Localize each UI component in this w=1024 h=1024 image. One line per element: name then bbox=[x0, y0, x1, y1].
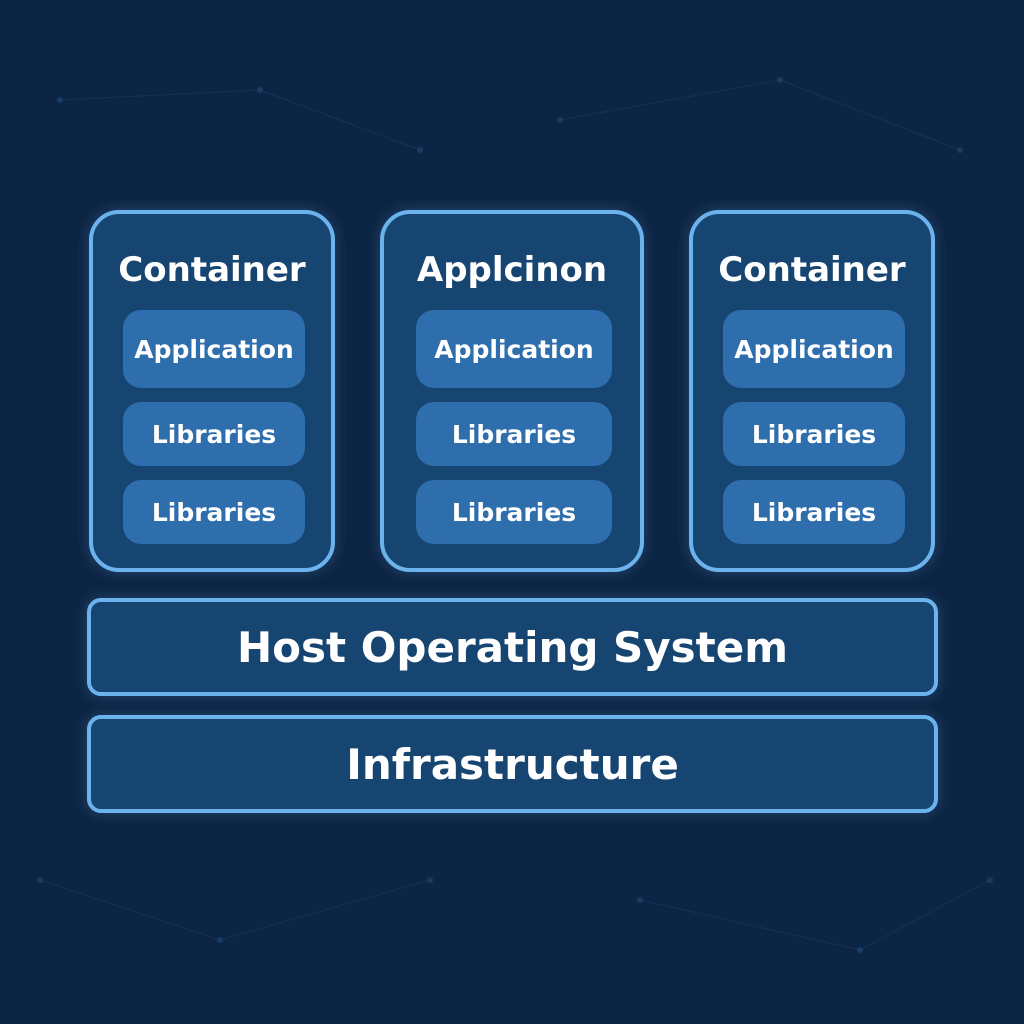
container-title: Container bbox=[118, 250, 306, 290]
infrastructure-layer: Infrastructure bbox=[87, 715, 938, 813]
libraries-layer: Libraries bbox=[416, 402, 612, 466]
host-operating-system-layer: Host Operating System bbox=[87, 598, 938, 696]
application-layer: Application bbox=[723, 310, 905, 388]
libraries-layer: Libraries bbox=[123, 402, 305, 466]
libraries-layer: Libraries bbox=[723, 402, 905, 466]
libraries-layer: Libraries bbox=[416, 480, 612, 544]
container-box-2: Applcinon Application Libraries Librarie… bbox=[380, 210, 644, 572]
container-title: Applcinon bbox=[416, 250, 608, 290]
host-operating-system-label: Host Operating System bbox=[236, 622, 789, 672]
container-box-3: Container Application Libraries Librarie… bbox=[689, 210, 935, 572]
container-box-1: Container Application Libraries Librarie… bbox=[89, 210, 335, 572]
infrastructure-label: Infrastructure bbox=[346, 739, 679, 789]
container-title: Container bbox=[718, 250, 906, 290]
application-layer: Application bbox=[123, 310, 305, 388]
application-layer: Application bbox=[416, 310, 612, 388]
libraries-layer: Libraries bbox=[723, 480, 905, 544]
libraries-layer: Libraries bbox=[123, 480, 305, 544]
